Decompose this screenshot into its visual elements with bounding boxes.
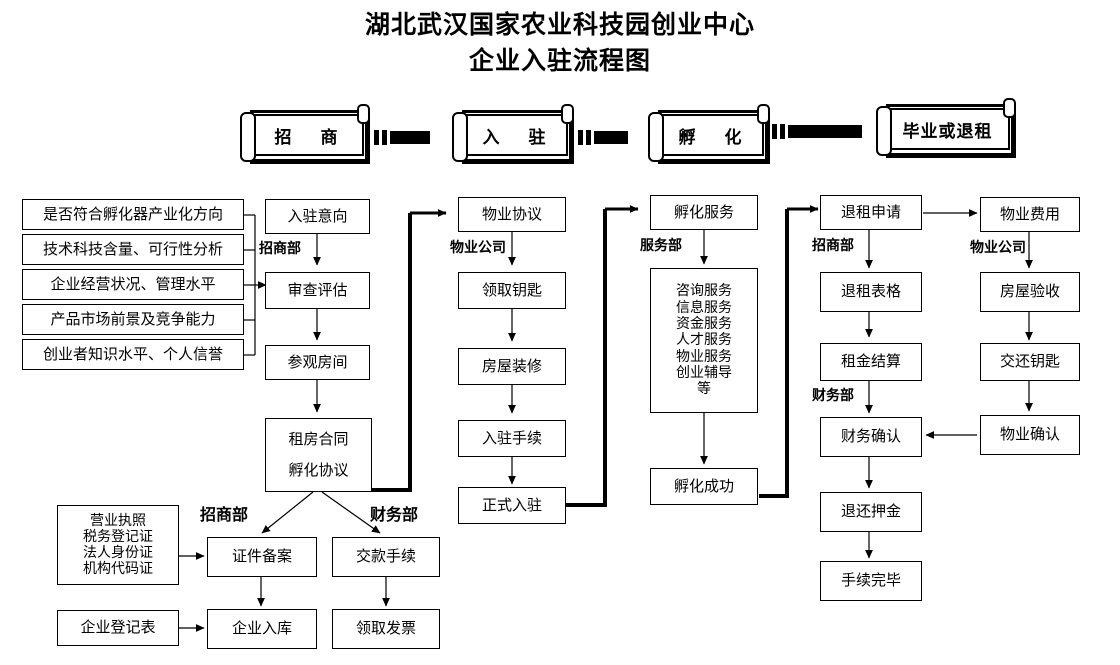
stage-banner-zhaoshang[interactable]: 招 商 [240, 104, 370, 164]
stage-banner-biye[interactable]: 毕业或退租 [876, 98, 1016, 158]
stage-banner-label: 入 驻 [460, 114, 568, 156]
service-item-1: 咨询服务 [676, 283, 732, 300]
service-item-4: 人才服务 [676, 332, 732, 349]
page-title-line2: 企业入驻流程图 [468, 46, 651, 75]
node-lingqu-yaoshi[interactable]: 领取钥匙 [458, 272, 566, 309]
node-line-2: 孵化协议 [288, 461, 349, 479]
flow-contract-split [261, 491, 381, 534]
document-item-2: 税务登记证 [83, 528, 153, 545]
node-ruzhu-yixiang[interactable]: 入驻意向 [265, 199, 370, 234]
flow-ruzhu-to-fuhua [565, 205, 639, 507]
dept-label-zhaoshangbu-1: 招商部 [259, 241, 301, 257]
node-qiye-ruku[interactable]: 企业入库 [207, 609, 317, 649]
scroll-roller-right [561, 104, 574, 124]
node-document-list[interactable]: 营业执照 税务登记证 法人身份证 机构代码证 [57, 505, 179, 585]
flow-bottom-verticals [257, 577, 390, 607]
dept-label-fuwubu: 服务部 [640, 238, 682, 254]
node-jiaohuan-yaoshi[interactable]: 交还钥匙 [980, 343, 1080, 381]
stage-banner-ruzhu[interactable]: 入 驻 [452, 104, 574, 164]
dept-label-zhaoshangbu-3: 招商部 [200, 505, 249, 524]
flow-contract-to-wuye [372, 209, 447, 492]
node-tuizu-biaoge[interactable]: 退租表格 [820, 272, 922, 312]
node-fangwu-zhuangxiu[interactable]: 房屋装修 [458, 348, 566, 385]
stage-arrow-1 [374, 130, 431, 145]
criteria-item-5[interactable]: 创业者知识水平、个人信誉 [22, 339, 244, 370]
node-ruzhu-shouxu[interactable]: 入驻手续 [458, 420, 566, 457]
dept-label-wuyegongsi-2: 物业公司 [970, 240, 1026, 256]
service-item-5: 物业服务 [676, 348, 732, 365]
node-service-list[interactable]: 咨询服务 信息服务 资金服务 人才服务 物业服务 创业辅导 等 [650, 268, 758, 413]
node-fuhua-fuwu[interactable]: 孵化服务 [650, 195, 758, 230]
document-item-4: 机构代码证 [83, 561, 153, 578]
page-title-line1: 湖北武汉国家农业科技园创业中心 [364, 10, 755, 39]
service-item-7: 等 [697, 381, 711, 398]
scroll-roller-left [452, 112, 468, 162]
criteria-item-3[interactable]: 企业经营状况、管理水平 [22, 269, 244, 300]
node-wuye-xieyi[interactable]: 物业协议 [458, 197, 566, 232]
scroll-roller-right [357, 104, 370, 124]
stage-arrow-3 [772, 124, 863, 139]
flow-docs-to-beian [179, 552, 205, 632]
document-item-3: 法人身份证 [83, 545, 153, 561]
dept-label-wuyegongsi-1: 物业公司 [450, 240, 506, 256]
stage-arrow-2 [578, 130, 629, 145]
criteria-item-1[interactable]: 是否符合孵化器产业化方向 [22, 199, 244, 230]
stage-banner-label: 毕业或退租 [884, 108, 1010, 150]
criteria-item-2[interactable]: 技术科技含量、可行性分析 [22, 234, 244, 265]
node-shouxu-wanbi[interactable]: 手续完毕 [820, 561, 922, 601]
scroll-roller-left [876, 106, 892, 156]
node-wuye-queren[interactable]: 物业确认 [980, 415, 1080, 455]
node-zhengjian-beian[interactable]: 证件备案 [207, 537, 317, 577]
stage-banner-label: 孵 化 [656, 114, 764, 156]
stage-banner-label: 招 商 [248, 114, 364, 156]
criteria-bracket [244, 214, 267, 356]
scroll-roller-right [757, 104, 770, 124]
service-item-2: 信息服务 [676, 299, 732, 316]
node-canguan-fangjian[interactable]: 参观房间 [265, 345, 370, 380]
dept-label-caiwubu-bottom: 财务部 [370, 505, 419, 524]
service-item-3: 资金服务 [676, 315, 732, 332]
node-zujin-jiesuan[interactable]: 租金结算 [820, 343, 922, 381]
dept-label-zhaoshangbu-2: 招商部 [812, 238, 854, 254]
document-item-1: 营业执照 [90, 512, 146, 529]
node-shencha-pinggu[interactable]: 审查评估 [265, 272, 370, 309]
node-zufang-hetong[interactable]: 租房合同 孵化协议 [265, 418, 372, 492]
stage-banner-fuhua[interactable]: 孵 化 [648, 104, 770, 164]
service-item-6: 创业辅导 [676, 365, 732, 382]
scroll-roller-left [648, 112, 664, 162]
node-tuizu-shenqing[interactable]: 退租申请 [820, 195, 922, 230]
scroll-roller-right [1003, 98, 1016, 118]
node-lingqu-fapiao[interactable]: 领取发票 [332, 609, 440, 649]
dept-label-caiwubu-right: 财务部 [812, 388, 854, 404]
criteria-item-4[interactable]: 产品市场前景及竞争能力 [22, 304, 244, 335]
node-fuhua-chenggong[interactable]: 孵化成功 [650, 468, 758, 505]
node-qiye-dengjibiao[interactable]: 企业登记表 [57, 610, 179, 646]
node-caiwu-queren[interactable]: 财务确认 [820, 417, 922, 457]
flow-fuhua-to-tuizu [759, 205, 819, 498]
node-wuye-feiyong[interactable]: 物业费用 [980, 197, 1080, 232]
node-tuihuan-yajin[interactable]: 退还押金 [820, 492, 922, 532]
node-zhengshi-ruzhu[interactable]: 正式入驻 [458, 487, 566, 524]
node-line-1: 租房合同 [288, 429, 349, 448]
node-jiaokuan-shouxu[interactable]: 交款手续 [332, 537, 440, 577]
node-fangwu-yanshou[interactable]: 房屋验收 [980, 272, 1080, 312]
scroll-roller-left [240, 112, 256, 162]
